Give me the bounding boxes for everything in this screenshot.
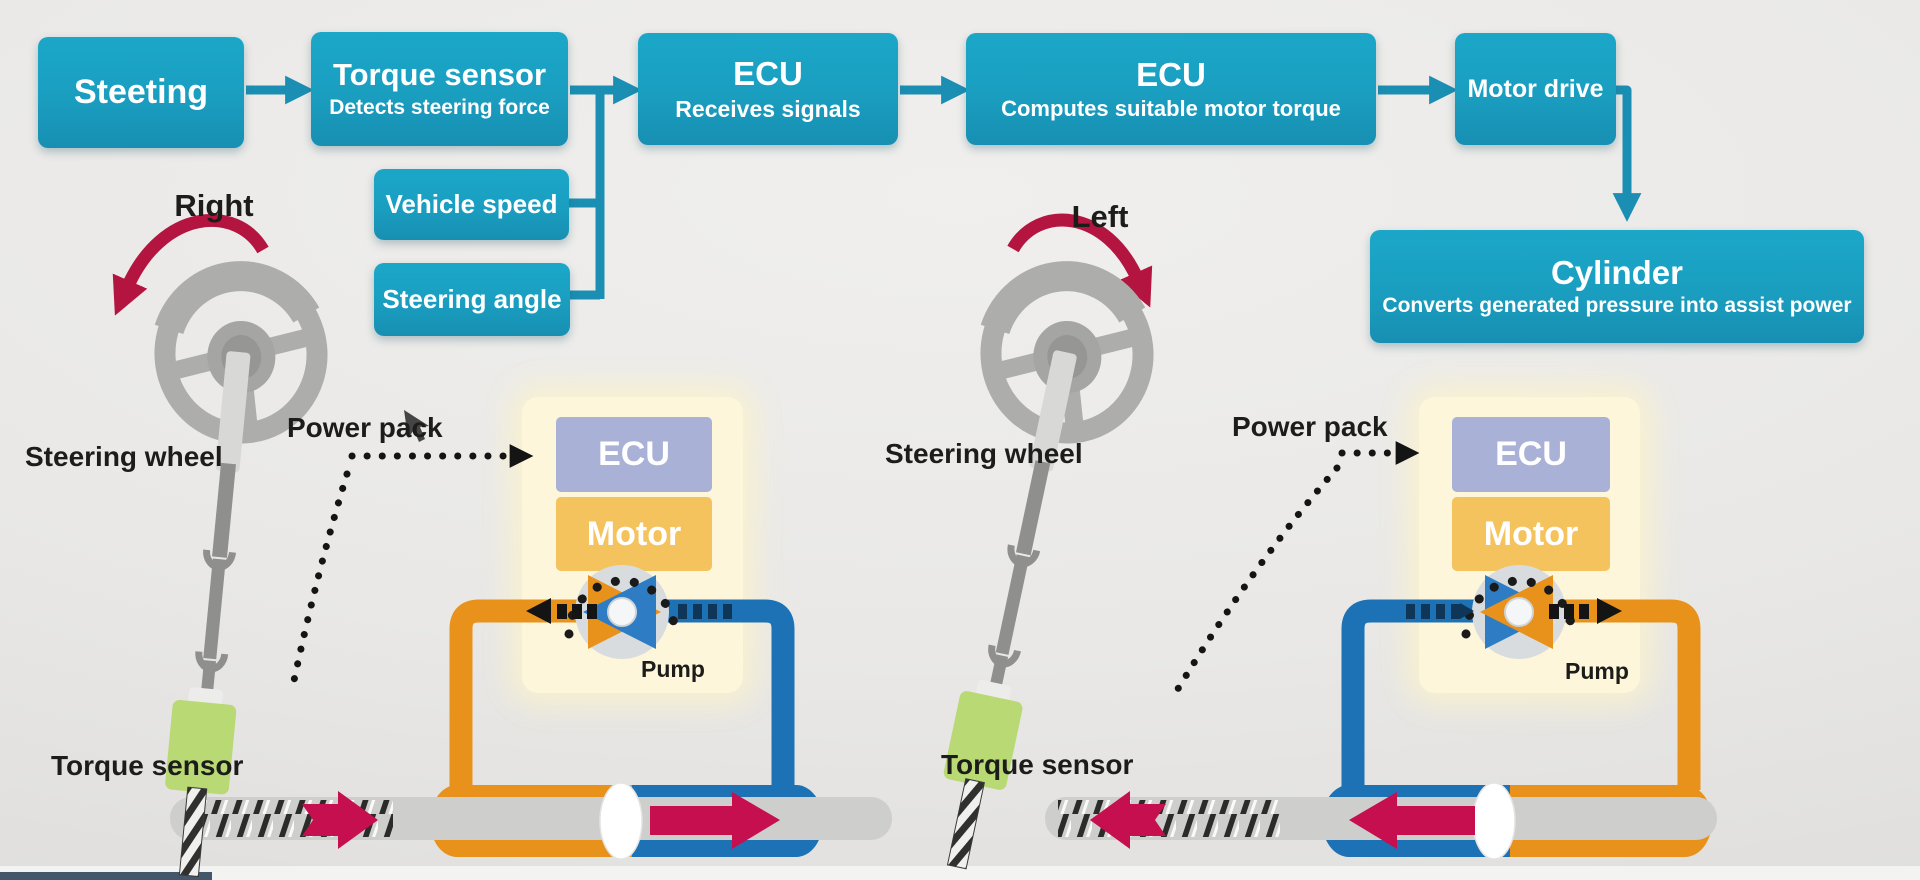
power-pack-pointer-line-right (1172, 464, 1341, 696)
turn-arc-right (112, 213, 269, 316)
steering-wheel-label-right: Steering wheel (885, 438, 1083, 469)
tube-orange-left (430, 785, 632, 857)
flow-box-motor-drive-label: Motor drive (1467, 74, 1604, 103)
piston-right (1472, 782, 1516, 860)
pump-label-right: Pump (1565, 658, 1629, 684)
rack-bars (170, 797, 1717, 840)
flow-box-cylinder: Cylinder Converts generated pressure int… (1370, 230, 1864, 343)
cylinder-tubes (430, 785, 1712, 857)
flow-box-motor-drive: Motor drive (1455, 33, 1616, 145)
ecu-pod-left-label: ECU (598, 435, 670, 473)
power-pack-label-left: Power pack (287, 412, 443, 443)
bottom-strip (0, 866, 1920, 880)
motor-pod-left: Motor (556, 497, 712, 571)
piston-left (599, 782, 643, 860)
tube-blue-right (1322, 785, 1510, 857)
rack-bar-left (170, 797, 892, 840)
power-pack-pointers (288, 441, 1420, 696)
flow-box-torque-sensor-sublabel: Detects steering force (329, 95, 550, 119)
flow-box-steering-label: Steeting (73, 73, 209, 112)
ecu-pod-left: ECU (556, 417, 712, 492)
ecu-pod-right-label: ECU (1495, 435, 1567, 473)
steering-wheel-graphic-right (983, 267, 1151, 440)
input-box-steering-angle: Steering angle (374, 263, 570, 336)
flow-box-torque-sensor: Torque sensor Detects steering force (311, 32, 568, 146)
assist-arrow-small-right-turn (302, 791, 378, 849)
input-box-steering-angle-label: Steering angle (382, 284, 562, 315)
rack-threads-left (187, 800, 393, 837)
assist-arrow-large-left-assembly (650, 792, 780, 849)
input-box-vehicle-speed-label: Vehicle speed (385, 189, 558, 220)
flow-box-cylinder-label: Cylinder (1550, 253, 1684, 291)
steering-wheel-label-left: Steering wheel (25, 441, 223, 472)
flow-arrow-motor-drive-to-cylinder (1612, 85, 1642, 222)
flow-box-cylinder-sublabel: Converts generated pressure into assist … (1382, 294, 1852, 318)
assist-arrow-small-left-turn (1090, 791, 1166, 849)
bottom-left-artifact (0, 872, 212, 880)
turn-label-left: Left (1071, 199, 1129, 234)
ecu-pod-right: ECU (1452, 417, 1610, 492)
flow-box-ecu-compute-label: ECU (1136, 55, 1206, 93)
power-pack-label-right: Power pack (1232, 411, 1388, 442)
rack-threads-right (1058, 800, 1280, 837)
motor-pod-right: Motor (1452, 497, 1610, 571)
torque-sensor-label-right: Torque sensor (941, 749, 1134, 780)
motor-pod-left-label: Motor (586, 514, 682, 553)
rack-bar-right (1045, 797, 1717, 840)
flow-box-ecu-compute-sublabel: Computes suitable motor torque (1001, 96, 1341, 122)
input-box-vehicle-speed: Vehicle speed (374, 169, 569, 240)
steering-column-left (156, 349, 270, 879)
turn-label-right: Right (174, 188, 254, 223)
assist-arrow-large-right-assembly (1349, 792, 1475, 849)
flow-box-torque-sensor-label: Torque sensor (332, 57, 547, 93)
power-pack-pointer-line-left (288, 470, 351, 694)
tube-orange-right (1480, 785, 1712, 857)
motor-pod-right-label: Motor (1483, 514, 1579, 553)
flow-box-ecu-receive: ECU Receives signals (638, 33, 898, 145)
tube-blue-left (615, 785, 823, 857)
flow-box-ecu-receive-label: ECU (733, 54, 803, 92)
flow-box-steering: Steeting (38, 37, 244, 148)
flow-box-ecu-receive-sublabel: Receives signals (675, 95, 861, 122)
flow-box-ecu-compute: ECU Computes suitable motor torque (966, 33, 1376, 145)
pump-label-left: Pump (641, 656, 705, 682)
torque-sensor-label-left: Torque sensor (51, 750, 244, 781)
steering-column-right (925, 346, 1097, 874)
